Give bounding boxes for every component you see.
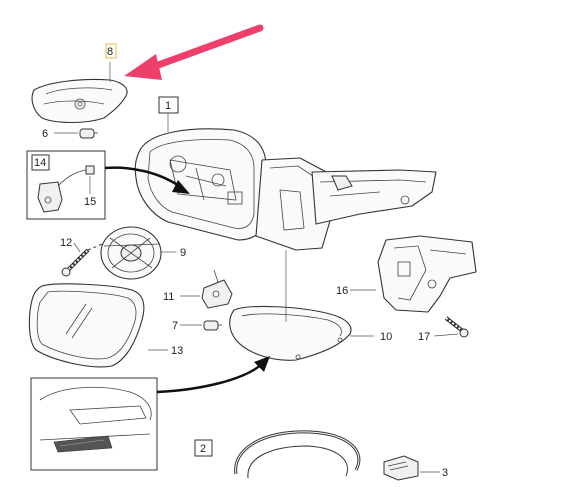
part-8-cover[interactable] bbox=[31, 78, 128, 123]
part-3-connector[interactable] bbox=[383, 455, 419, 481]
part-6-bulb[interactable] bbox=[79, 128, 98, 139]
part-9-motor[interactable] bbox=[100, 226, 162, 280]
callout-6: 6 bbox=[42, 128, 48, 140]
part-7-bulb[interactable] bbox=[203, 320, 222, 331]
detail-inset bbox=[30, 377, 158, 471]
callout-11: 11 bbox=[163, 291, 174, 303]
callout-14: 14 bbox=[34, 157, 46, 169]
callout-3: 3 bbox=[442, 467, 448, 479]
part-11-bracket[interactable] bbox=[201, 269, 233, 309]
callout-9: 9 bbox=[180, 247, 186, 259]
part-2-cable[interactable] bbox=[234, 430, 361, 479]
part-17-bolt[interactable] bbox=[444, 316, 469, 338]
part-12-screw[interactable] bbox=[61, 248, 90, 277]
callout-8: 8 bbox=[107, 46, 113, 58]
callout-12: 12 bbox=[60, 237, 72, 249]
arrow-icon bbox=[124, 24, 264, 80]
callout-15: 15 bbox=[84, 196, 96, 208]
callout-10: 10 bbox=[380, 331, 392, 343]
callout-13: 13 bbox=[171, 345, 183, 357]
callout-7: 7 bbox=[172, 320, 178, 332]
callout-1: 1 bbox=[165, 100, 171, 112]
callout-16: 16 bbox=[336, 285, 348, 297]
part-10-lower-cover[interactable] bbox=[229, 305, 352, 361]
part-1-mirror-housing[interactable] bbox=[134, 128, 437, 251]
callout-17: 17 bbox=[418, 331, 430, 343]
callout-2: 2 bbox=[200, 443, 206, 455]
part-16-bracket[interactable] bbox=[377, 235, 477, 313]
part-13-mirror-glass[interactable] bbox=[28, 283, 145, 368]
part-14-box[interactable] bbox=[26, 150, 106, 220]
